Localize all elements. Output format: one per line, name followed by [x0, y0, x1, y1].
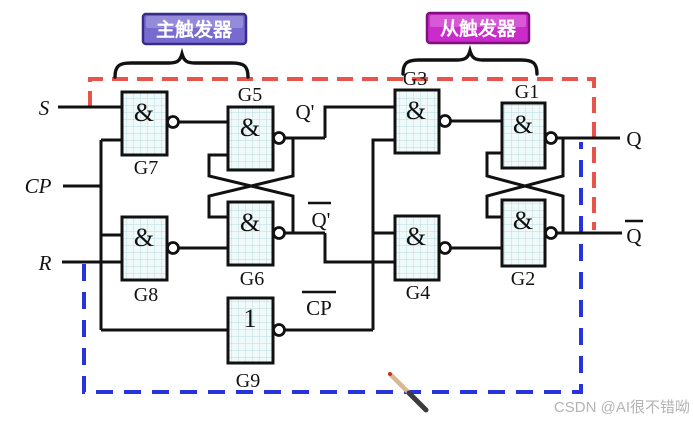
gate-g7-body	[120, 90, 169, 157]
label-cp-input: CP	[25, 174, 52, 198]
flipflop-region-blue-dashed-outline	[82, 142, 583, 394]
master-label-text: 主触发器	[156, 18, 233, 41]
gate-g3-symbol: &	[406, 96, 426, 125]
slave-label-highlight	[430, 15, 526, 27]
label-s-input: S	[39, 96, 50, 120]
master-label-highlight	[146, 16, 243, 28]
gate-g9-symbol: 1	[244, 304, 257, 333]
label-cp-bar: CP	[302, 290, 336, 320]
wire-slave-cross-b	[485, 138, 565, 219]
gate-g6-bubble	[272, 226, 286, 240]
label-qbar-output: Q	[625, 219, 643, 248]
pencil-eraser-dot	[388, 372, 392, 376]
gate-g4-label: G4	[406, 282, 430, 304]
master-region-red-dashed-outline	[88, 77, 596, 230]
pencil-cursor	[388, 372, 429, 413]
gate-g2-symbol: &	[513, 206, 533, 235]
gate-g9-bubble	[272, 323, 286, 337]
master-label-bg	[141, 12, 248, 46]
wire-slave-cross-a	[485, 151, 565, 233]
gate-g1-symbol: &	[513, 110, 533, 139]
gate-g1-body	[500, 101, 547, 170]
gate-g8-symbol: &	[134, 223, 154, 252]
q-prime-bar-text: Q'	[312, 208, 331, 232]
pencil-shaft	[388, 372, 412, 396]
gate-g1-label: G1	[515, 81, 539, 103]
label-q-prime-bar: Q'	[308, 201, 331, 232]
gate-g7-symbol: &	[134, 98, 154, 127]
gate-g1-bubble	[544, 131, 558, 145]
gate-g8-bubble	[166, 241, 180, 255]
gate-g1: & G1	[500, 81, 558, 170]
pencil-tip	[406, 390, 429, 413]
gate-g2: & G2	[500, 198, 558, 290]
gate-g9-label: G9	[236, 370, 260, 392]
gate-g9: 1 G9	[226, 296, 286, 392]
gate-g6: & G6	[226, 200, 286, 290]
wire-qprime-to-g3	[323, 105, 395, 138]
cp-bar-text: CP	[306, 296, 332, 320]
gate-g7-label: G7	[134, 157, 158, 179]
label-r-input: R	[38, 251, 52, 275]
gate-g5: & G5	[226, 84, 286, 172]
slave-label-bg	[425, 11, 531, 45]
wire-master-cross-a	[207, 153, 295, 233]
master-brace	[113, 47, 250, 79]
gate-g4-bubble	[438, 241, 452, 255]
gate-g6-label: G6	[240, 268, 264, 290]
gate-g3-label: G3	[403, 68, 427, 90]
slave-label-box: 从触发器	[425, 11, 531, 45]
gate-g2-bubble	[544, 226, 558, 240]
wire-qprimebar-to-g4	[323, 233, 395, 264]
gate-g4-body	[393, 214, 441, 282]
gate-g3-bubble	[438, 114, 452, 128]
wire-cpbar-riser	[371, 138, 395, 330]
gate-g7-bubble	[166, 115, 180, 129]
qbar-text: Q	[626, 224, 641, 248]
gate-g4-symbol: &	[406, 222, 426, 251]
gate-g9-body	[226, 296, 275, 365]
label-q-prime: Q'	[296, 100, 315, 124]
gate-g5-bubble	[272, 131, 286, 145]
wires	[58, 105, 622, 332]
slave-label-text: 从触发器	[440, 17, 517, 40]
master-label-box: 主触发器	[141, 12, 248, 46]
gate-g6-symbol: &	[240, 208, 260, 237]
gate-g8-label: G8	[134, 284, 158, 306]
gate-g7: & G7	[120, 90, 180, 179]
gate-g8: & G8	[120, 215, 180, 306]
gate-g3-body	[393, 88, 441, 155]
watermark: CSDN @AI很不错呦	[554, 399, 690, 416]
gate-g5-symbol: &	[240, 113, 260, 142]
wire-master-cross-b	[207, 138, 295, 219]
gate-g2-label: G2	[511, 268, 535, 290]
gate-g5-label: G5	[238, 84, 262, 106]
gate-g3: & G3	[393, 68, 452, 155]
gate-g4: & G4	[393, 214, 452, 304]
label-q-output: Q	[626, 127, 641, 151]
slave-brace	[401, 44, 539, 76]
